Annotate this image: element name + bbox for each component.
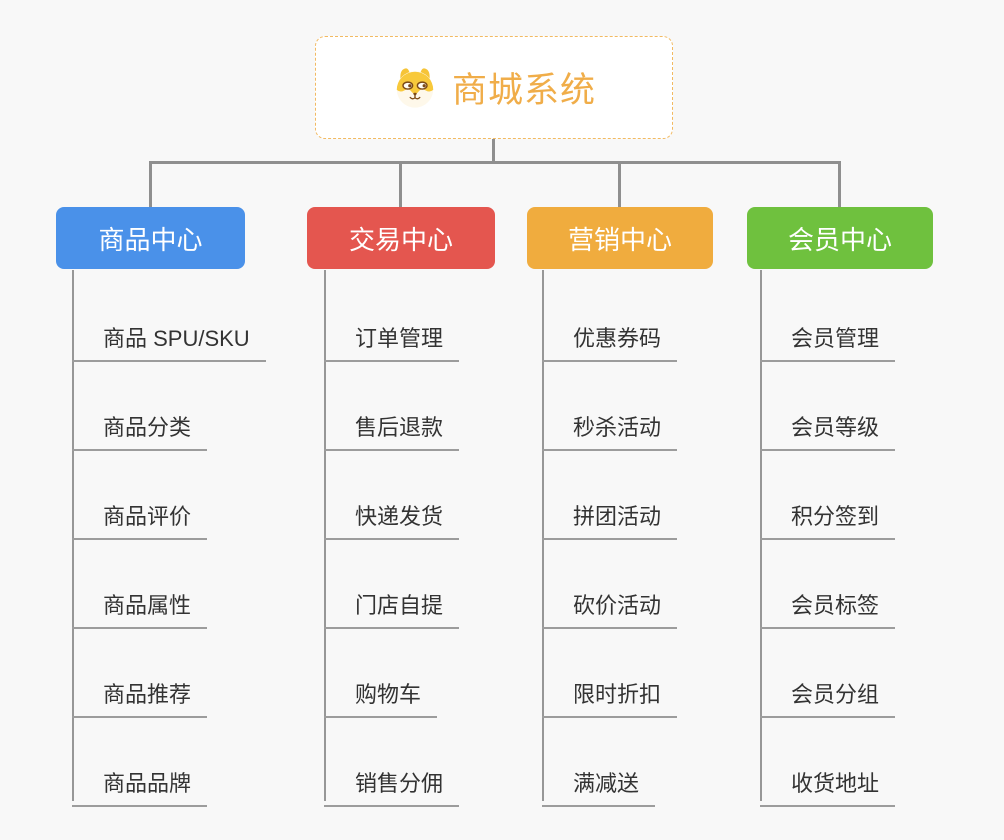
branch-node-marketing-center[interactable]: 营销中心 — [527, 207, 713, 269]
leaf-node[interactable]: 商品品牌 — [72, 759, 208, 807]
leaf-node[interactable]: 满减送 — [542, 759, 656, 807]
leaf-node[interactable]: 优惠券码 — [542, 314, 678, 362]
leaf-node[interactable]: 限时折扣 — [542, 670, 678, 718]
branch-node-product-center[interactable]: 商品中心 — [56, 207, 245, 269]
leaf-node[interactable]: 会员管理 — [760, 314, 896, 362]
leaf-node[interactable]: 会员分组 — [760, 670, 896, 718]
branch-trunk-product — [72, 270, 74, 801]
leaf-node[interactable]: 会员标签 — [760, 581, 896, 629]
root-node[interactable]: 商城系统 — [315, 36, 673, 139]
leaf-node[interactable]: 订单管理 — [324, 314, 460, 362]
leaf-node[interactable]: 拼团活动 — [542, 492, 678, 540]
leaf-node[interactable]: 商品评价 — [72, 492, 208, 540]
leaf-node[interactable]: 售后退款 — [324, 403, 460, 451]
leaf-node[interactable]: 商品属性 — [72, 581, 208, 629]
branch-node-trade-center[interactable]: 交易中心 — [307, 207, 495, 269]
connector-bus — [149, 161, 841, 164]
leaf-node[interactable]: 会员等级 — [760, 403, 896, 451]
leaf-node[interactable]: 门店自提 — [324, 581, 460, 629]
leaf-node[interactable]: 砍价活动 — [542, 581, 678, 629]
branch-node-member-center[interactable]: 会员中心 — [747, 207, 933, 269]
branch-trunk-member — [760, 270, 762, 801]
leaf-node[interactable]: 商品分类 — [72, 403, 208, 451]
dog-face-icon — [396, 68, 434, 108]
connector-root-stem — [492, 139, 495, 164]
leaf-node[interactable]: 秒杀活动 — [542, 403, 678, 451]
connector-drop-product — [149, 161, 152, 207]
connector-drop-member — [838, 161, 841, 207]
connector-drop-marketing — [618, 161, 621, 207]
leaf-node[interactable]: 收货地址 — [760, 759, 896, 807]
connector-drop-trade — [399, 161, 402, 207]
branch-trunk-marketing — [542, 270, 544, 801]
branch-trunk-trade — [324, 270, 326, 801]
leaf-node[interactable]: 购物车 — [324, 670, 438, 718]
leaf-node[interactable]: 积分签到 — [760, 492, 896, 540]
root-title: 商城系统 — [451, 71, 596, 110]
leaf-node[interactable]: 商品 SPU/SKU — [72, 314, 266, 362]
leaf-node[interactable]: 快递发货 — [324, 492, 460, 540]
leaf-node[interactable]: 商品推荐 — [72, 670, 208, 718]
leaf-node[interactable]: 销售分佣 — [324, 759, 460, 807]
